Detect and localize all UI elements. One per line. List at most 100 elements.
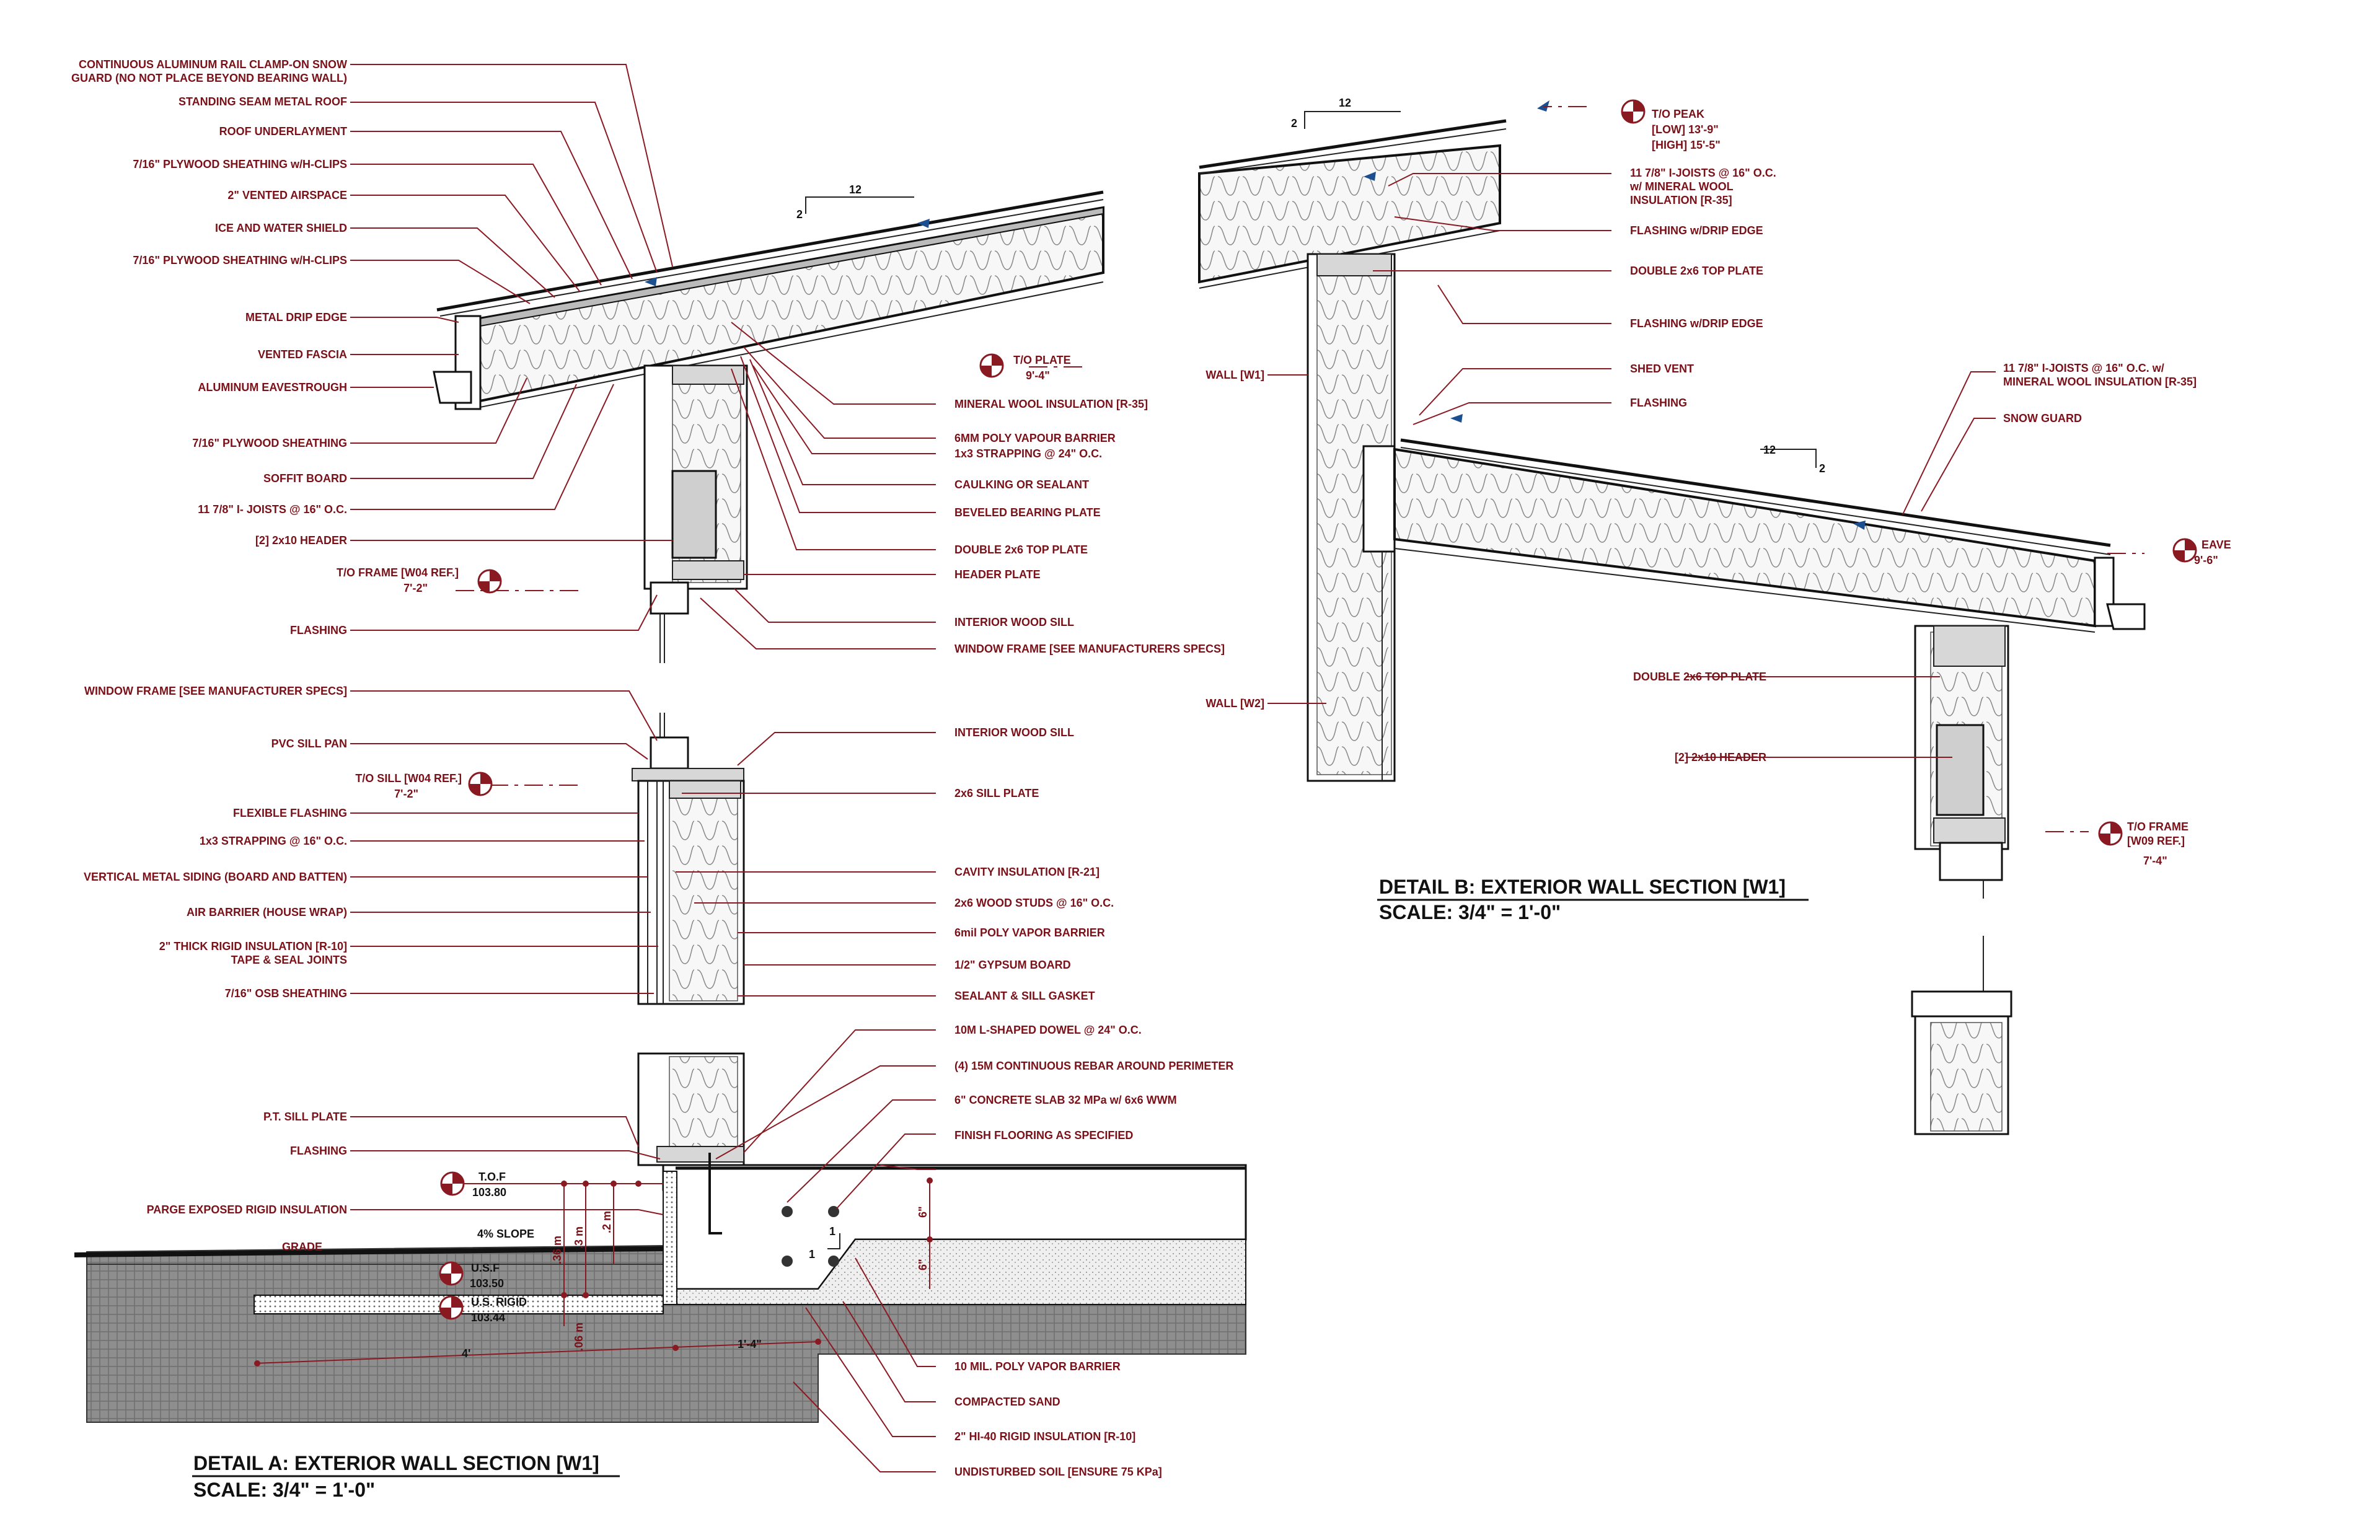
label-b-shed-vent: SHED VENT (1630, 363, 1694, 375)
label-eavestrough: ALUMINUM EAVESTROUGH (198, 381, 347, 394)
label-window-frame-upper: WINDOW FRAME [SEE MANUFACTURERS SPECS] (954, 643, 1225, 655)
dim-6-b: 6" (917, 1259, 929, 1270)
slope-run-a: 12 (849, 183, 862, 196)
label-pvc-sill-pan: PVC SILL PAN (271, 737, 347, 750)
label-interior-wood-sill: INTERIOR WOOD SILL (954, 726, 1074, 739)
label-frame-ref: T/O FRAME [W04 REF.] (337, 566, 459, 579)
label-slope-grade: 4% SLOPE (477, 1228, 534, 1240)
label-b-flashing-drip-1: FLASHING w/DRIP EDGE (1630, 224, 1763, 237)
label-b-frame: T/O FRAME (2127, 821, 2188, 833)
label-sill-plate: 2x6 SILL PLATE (954, 787, 1039, 799)
label-peak-high: [HIGH] 15'-5" (1652, 139, 1721, 151)
detail-a-foundation (74, 1052, 1247, 1423)
dim-1-4: 1'-4" (738, 1338, 762, 1350)
label-flashing-lower: FLASHING (290, 1145, 347, 1157)
label-snow-guard-1: CONTINUOUS ALUMINUM RAIL CLAMP-ON SNOW (79, 58, 347, 71)
label-parge: PARGE EXPOSED RIGID INSULATION (147, 1203, 347, 1216)
label-strapping-16: 1x3 STRAPPING @ 16" O.C. (200, 835, 347, 847)
detail-b-leaders (1267, 106, 2144, 832)
label-air-barrier: AIR BARRIER (HOUSE WRAP) (187, 906, 347, 918)
label-b-lower-joists-1: 11 7/8" I-JOISTS @ 16" O.C. w/ (2003, 362, 2164, 374)
label-ice-water-shield: ICE AND WATER SHIELD (215, 222, 347, 234)
label-caulking: CAULKING OR SEALANT (954, 478, 1089, 491)
label-usf-value: 103.50 (470, 1277, 504, 1290)
label-standing-seam: STANDING SEAM METAL ROOF (178, 95, 347, 108)
slope-indicators (805, 111, 1817, 1249)
dim-3: .3 m (573, 1226, 585, 1249)
label-top-plate: T/O PLATE (1013, 354, 1071, 366)
label-dowel: 10M L-SHAPED DOWEL @ 24" O.C. (954, 1024, 1142, 1036)
label-cavity-insulation: CAVITY INSULATION [R-21] (954, 866, 1100, 878)
label-frame-ref-value: 7'-2" (403, 582, 428, 594)
label-sill-ref: T/O SILL [W04 REF.] (355, 772, 462, 785)
label-gypsum: 1/2" GYPSUM BOARD (954, 959, 1071, 971)
detail-a-title: DETAIL A: EXTERIOR WALL SECTION [W1] (193, 1452, 599, 1474)
datum-symbols-b (1621, 99, 2197, 846)
label-usf: U.S.F (471, 1262, 500, 1274)
label-double-top-plate: DOUBLE 2x6 TOP PLATE (954, 543, 1088, 556)
label-peak-low: [LOW] 13'-9" (1652, 123, 1719, 136)
label-header-plate: HEADER PLATE (954, 568, 1041, 581)
dim-36: .36 m (551, 1236, 563, 1264)
label-wall-w1: WALL [W1] (1205, 369, 1264, 381)
slope-rise-b: 2 (1291, 117, 1297, 130)
datum-symbols-a (439, 353, 1004, 1320)
label-b-header: [2] 2x10 HEADER (1675, 751, 1766, 763)
label-b-joists-1: 11 7/8" I-JOISTS @ 16" O.C. (1630, 167, 1776, 179)
slope-run-b-low: 12 (1763, 444, 1776, 456)
label-b-flashing: FLASHING (1630, 397, 1687, 409)
label-vented-airspace: 2" VENTED AIRSPACE (227, 189, 347, 201)
detail-a-wall (632, 713, 745, 1005)
label-b-joists-3: INSULATION [R-35] (1630, 194, 1732, 206)
dim-2: .2 m (601, 1211, 613, 1233)
dim-4ft: 4' (462, 1347, 470, 1360)
label-osb-sheathing: 7/16" OSB SHEATHING (225, 987, 347, 1000)
detail-b-upper-roof (1198, 100, 1549, 782)
label-compacted-sand: COMPACTED SAND (954, 1396, 1060, 1408)
label-plywood-2: 7/16" PLYWOOD SHEATHING w/H-CLIPS (133, 254, 347, 266)
slope-run-b: 12 (1339, 97, 1351, 109)
label-i-joists: 11 7/8" I- JOISTS @ 16" O.C. (198, 503, 347, 516)
label-usrigid-value: 103.44 (471, 1311, 505, 1324)
label-grade: GRADE (282, 1241, 322, 1253)
label-poly-vapor: 6mil POLY VAPOR BARRIER (954, 926, 1105, 939)
detail-b-lower-roof (1393, 414, 2146, 1135)
label-flexible-flashing: FLEXIBLE FLASHING (233, 807, 347, 819)
slope-one-a: 1 (829, 1225, 835, 1238)
label-vapor-barrier-10mil: 10 MIL. POLY VAPOR BARRIER (954, 1360, 1121, 1373)
label-poly-vapour: 6MM POLY VAPOUR BARRIER (954, 432, 1116, 444)
label-concrete-slab: 6" CONCRETE SLAB 32 MPa w/ 6x6 WWM (954, 1094, 1177, 1106)
label-snow-guard-2: GUARD (NO NOT PLACE BEYOND BEARING WALL) (71, 72, 347, 84)
label-finish-flooring: FINISH FLOORING AS SPECIFIED (954, 1129, 1133, 1142)
label-window-frame: WINDOW FRAME [SEE MANUFACTURER SPECS] (84, 685, 347, 697)
label-b-lower-joists-2: MINERAL WOOL INSULATION [R-35] (2003, 376, 2197, 388)
detail-a-leaders (350, 64, 1085, 1472)
label-rigid-insulation: 2" THICK RIGID INSULATION [R-10] (159, 940, 347, 953)
label-eave-value: 9'-6" (2194, 554, 2218, 566)
label-metal-siding: VERTICAL METAL SIDING (BOARD AND BATTEN) (84, 871, 347, 883)
label-header: [2] 2x10 HEADER (255, 534, 347, 547)
label-mineral-wool: MINERAL WOOL INSULATION [R-35] (954, 398, 1148, 410)
label-b-top-plate-1: DOUBLE 2x6 TOP PLATE (1630, 265, 1763, 277)
label-b-top-plate-2: DOUBLE 2x6 TOP PLATE (1633, 671, 1766, 683)
label-roof-underlayment: ROOF UNDERLAYMENT (219, 125, 347, 138)
label-top-plate-value: 9'-4" (1026, 369, 1050, 382)
dim-06: .06 m (573, 1322, 585, 1351)
slope-one-b: 1 (809, 1248, 815, 1261)
label-rebar: (4) 15M CONTINUOUS REBAR AROUND PERIMETE… (954, 1060, 1233, 1072)
label-wall-w2: WALL [W2] (1205, 697, 1264, 710)
label-flashing-upper: FLASHING (290, 624, 347, 636)
dim-6-a: 6" (917, 1206, 929, 1218)
label-usrigid: U.S. RIGID (471, 1296, 527, 1308)
label-sill-ref-value: 7'-2" (394, 788, 418, 800)
label-hi40-rigid: 2" HI-40 RIGID INSULATION [R-10] (954, 1430, 1135, 1443)
label-metal-drip-edge: METAL DRIP EDGE (245, 311, 347, 323)
slope-rise-a: 2 (796, 208, 803, 221)
label-plywood-3: 7/16" PLYWOOD SHEATHING (192, 437, 347, 449)
label-tof-value: 103.80 (472, 1186, 506, 1199)
label-wood-studs: 2x6 WOOD STUDS @ 16" O.C. (954, 897, 1114, 909)
label-eave: EAVE (2202, 539, 2231, 551)
detail-b-title: DETAIL B: EXTERIOR WALL SECTION [W1] (1379, 876, 1786, 898)
label-tof: T.O.F (478, 1171, 506, 1183)
